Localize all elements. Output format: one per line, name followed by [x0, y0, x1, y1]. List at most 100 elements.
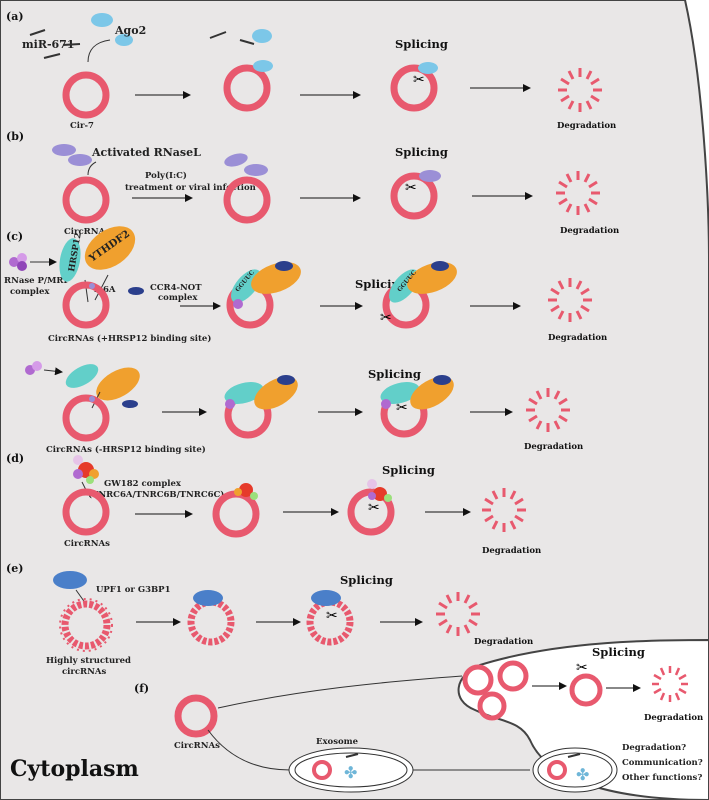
ccr4-label-2: complex [158, 293, 198, 303]
hrsp12-icon [380, 382, 420, 404]
hrsp12-icon [224, 382, 264, 404]
rnase-p-icon [381, 399, 391, 409]
rnase-p-label-2: complex [10, 287, 50, 297]
rnasel-icon [68, 154, 92, 166]
circrna-ring [462, 664, 494, 696]
ago2-icon [252, 29, 272, 43]
gw182-icon [239, 483, 253, 497]
scissors-icon: ✂ [396, 400, 408, 416]
degraded-fragments [482, 488, 526, 532]
m6a-label: m6A [94, 285, 116, 295]
circrna-ring [174, 694, 218, 738]
protein-icon: ✤ [344, 763, 357, 782]
cytoplasm-label: Cytoplasm [10, 756, 139, 782]
degradation-label: Degradation [474, 637, 533, 647]
circrna-ring [547, 760, 567, 780]
mirna-icon [29, 29, 46, 36]
rnase-p-icon [233, 299, 243, 309]
degradation-label: Degradation [482, 546, 541, 556]
degradation-label: Degradation [557, 121, 616, 131]
splicing-label: Splicing [395, 37, 448, 51]
rnasel-icon [52, 144, 76, 156]
gw182-icon [73, 469, 83, 479]
circrna-ring [477, 691, 507, 721]
protein-icon: ✤ [576, 765, 589, 784]
circrna-ring [569, 673, 603, 707]
rnasel-label: Activated RNaseL [91, 146, 201, 159]
hrsp12-icon [59, 238, 81, 282]
ythdf2-icon [96, 367, 140, 401]
degraded-fragments [526, 388, 570, 432]
structured-circrna-ring [59, 598, 113, 652]
ago2-icon [115, 34, 133, 46]
scissors-icon: ✂ [380, 310, 392, 326]
panel-letter: (b) [6, 130, 24, 143]
scissors-icon: ✂ [368, 500, 380, 516]
circrnas-label: CircRNAs [64, 227, 110, 237]
gw182-icon [250, 492, 258, 500]
mirna-icon [209, 31, 227, 39]
scissors-icon: ✂ [405, 180, 417, 196]
panel-c: (c) RNase P/MRP complex HRSP12 YTHDF2 m6… [4, 226, 607, 455]
cir7-label: Cir-7 [70, 121, 94, 131]
circrna-ring [497, 660, 529, 692]
circrnas-minus-label: CircRNAs (-HRSP12 binding site) [46, 444, 206, 455]
treatment-label-2: treatment or viral infection [125, 183, 256, 193]
circrna-ring [223, 176, 271, 224]
upf1-icon [53, 571, 87, 589]
circrnas-label: CircRNAs [64, 539, 110, 549]
structured-label-2: circRNAs [62, 667, 106, 677]
ccr4-icon [122, 400, 138, 408]
structured-label-1: Highly structured [46, 656, 131, 666]
degraded-fragments [556, 171, 600, 215]
gw182-icon [367, 479, 377, 489]
splicing-label: Splicing [382, 463, 435, 477]
circrna-ring [62, 281, 110, 329]
ago2-icon [253, 60, 273, 72]
rnasel-icon [244, 164, 268, 176]
gw182-icon [73, 455, 83, 465]
mirna-icon [345, 753, 359, 758]
rnase-p-icon [17, 261, 27, 271]
upf1-icon [193, 590, 223, 606]
splicing-label: Splicing [395, 145, 448, 159]
panel-b: (b) Activated RNaseL CircRNAs Poly(I:C) … [6, 130, 619, 237]
splicing-label: Splicing [340, 573, 393, 587]
degradation-label: Degradation [560, 226, 619, 236]
circrnas-label: CircRNAs [174, 741, 220, 751]
gw182-icon [384, 494, 392, 502]
scissors-icon: ✂ [326, 608, 338, 624]
splicing-label: Splicing [592, 645, 645, 659]
mir671-label: miR-671 [22, 38, 75, 51]
connector-line [87, 161, 97, 176]
upf1-icon [311, 590, 341, 606]
exosome-vesicle [537, 752, 613, 788]
hrsp12-icon [65, 364, 99, 388]
panel-d: (d) GW182 complex (TNRC6A/TNRC6B/TNRC6C)… [6, 452, 541, 556]
ccr4-icon [128, 287, 144, 295]
rnase-p-icon [9, 257, 19, 267]
ccr4-icon [433, 375, 451, 385]
flow-line [217, 675, 463, 709]
binding-arrow [43, 367, 63, 376]
degradation-label: Degradation [644, 713, 703, 723]
exosome-vesicle [294, 752, 408, 788]
splicing-label: Splicing [368, 367, 421, 381]
circrna-ring [62, 176, 110, 224]
structured-circrna-ring [61, 600, 111, 650]
degradation-label: Degradation [524, 442, 583, 452]
question-communication: Communication? [622, 758, 703, 768]
circrna-ring [62, 394, 110, 442]
ythdf2-icon [84, 226, 136, 270]
ccr4-icon [431, 261, 449, 271]
ccr4-label: CCR4-NOT [150, 283, 202, 293]
connector-line [87, 39, 111, 63]
circrna-ring [390, 172, 438, 220]
rnase-p-icon [17, 253, 27, 263]
rnasel-icon [224, 153, 248, 167]
circrnas-plus-label: CircRNAs (+HRSP12 binding site) [48, 333, 211, 344]
question-other-functions: Other functions? [622, 773, 702, 783]
circrna-ring [62, 488, 110, 536]
degraded-fragments [652, 666, 688, 702]
gw182-label-2: (TNRC6A/TNRC6B/TNRC6C) [88, 489, 224, 500]
